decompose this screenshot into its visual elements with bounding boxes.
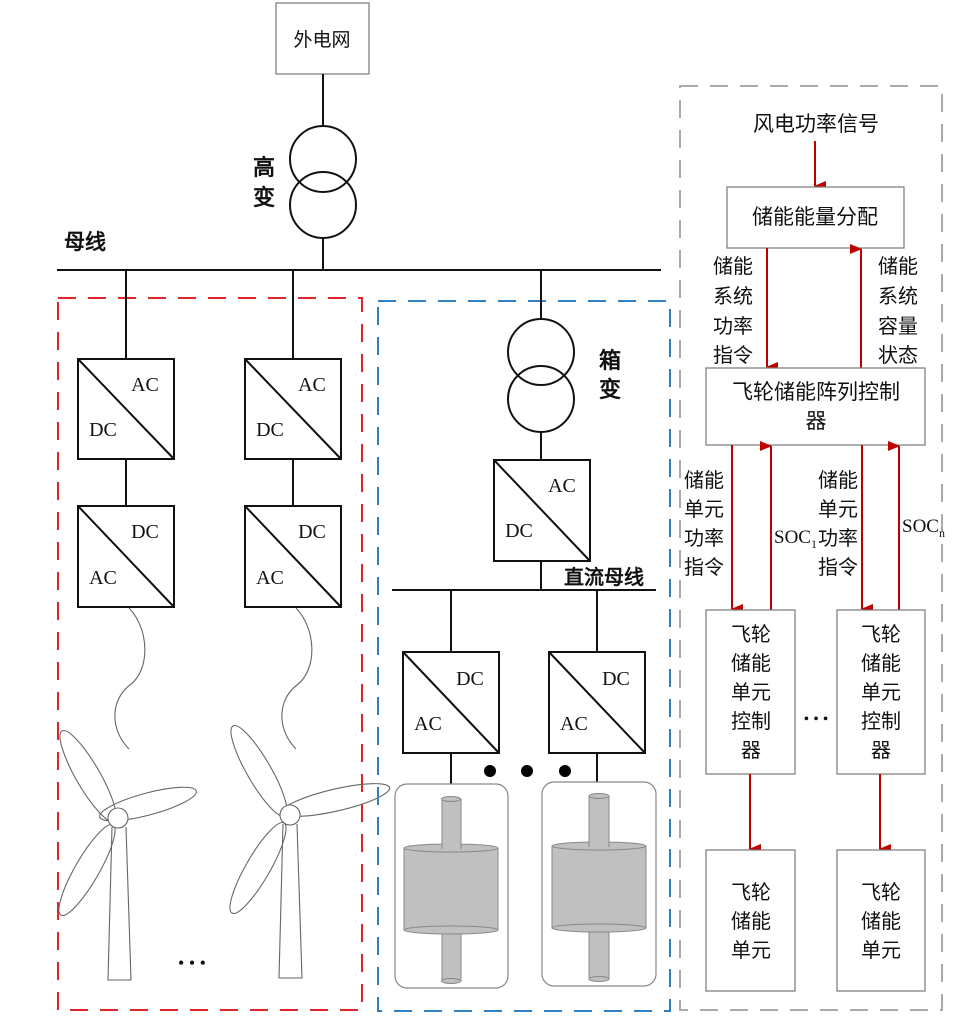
soc-1-label: SOC1 bbox=[774, 527, 817, 551]
label-line: 储能 bbox=[731, 909, 771, 933]
label-line: 控制 bbox=[861, 709, 901, 733]
label-line: 指令 bbox=[684, 555, 724, 579]
external-grid: 外电网 bbox=[275, 2, 370, 75]
label-line: 系统 bbox=[878, 284, 918, 308]
label-line: 飞轮 bbox=[731, 880, 771, 904]
converter-label-bottom: AC bbox=[256, 567, 284, 589]
wind-power-signal-label: 风电功率信号 bbox=[753, 112, 879, 136]
energy-allocation-label: 储能能量分配 bbox=[752, 205, 878, 229]
label-line: 单元 bbox=[684, 497, 724, 521]
unit-1-power-cmd-label: 储能 单元 功率 指令 bbox=[684, 468, 724, 579]
wind-farm-region bbox=[57, 297, 363, 1011]
array-controller-box: 飞轮储能阵列控制 器 bbox=[705, 367, 926, 446]
label-line: 系统 bbox=[713, 284, 753, 308]
label-line: 指令 bbox=[818, 555, 858, 579]
label-line: 飞轮 bbox=[861, 622, 901, 646]
unit-controller-1-box: 飞轮 储能 单元 控制 器 bbox=[705, 609, 796, 775]
converter-label-bottom: DC bbox=[256, 419, 284, 441]
unit-controller-n-box: 飞轮 储能 单元 控制 器 bbox=[836, 609, 926, 775]
converter-label-top: AC bbox=[548, 475, 576, 497]
wind-1-grid-converter: AC DC bbox=[77, 358, 175, 460]
converter-label-top: DC bbox=[298, 521, 326, 543]
label-line: 飞轮 bbox=[731, 622, 771, 646]
wind-1-cable bbox=[114, 607, 146, 750]
dc-bus-label: 直流母线 bbox=[564, 565, 644, 589]
converter-label-bottom: AC bbox=[414, 713, 442, 735]
bus-label: 母线 bbox=[64, 230, 106, 254]
converter-label-bottom: DC bbox=[89, 419, 117, 441]
converter-label-top: DC bbox=[602, 668, 630, 690]
control-region bbox=[679, 85, 943, 1011]
array-controller-label-1: 飞轮储能阵列控制 bbox=[732, 380, 900, 404]
wind-2-generator-converter: DC AC bbox=[244, 505, 342, 608]
label-line: 储能 bbox=[684, 468, 724, 492]
label-line: 飞轮 bbox=[861, 880, 901, 904]
label-line: 功率 bbox=[713, 314, 753, 338]
label-line: 储能 bbox=[731, 651, 771, 675]
flywheel-ellipsis bbox=[484, 765, 571, 777]
label-line: 功率 bbox=[684, 526, 724, 550]
flywheel-2-converter: DC AC bbox=[548, 651, 646, 754]
energy-allocation-box: 储能能量分配 bbox=[726, 186, 905, 249]
label-line: 功率 bbox=[818, 526, 858, 550]
label-line: 单元 bbox=[731, 680, 771, 704]
main-transformer-label-1: 高 bbox=[253, 155, 275, 181]
box-transformer-label-1: 箱 bbox=[599, 348, 621, 374]
converter-label-bottom: AC bbox=[560, 713, 588, 735]
system-power-cmd-label: 储能 系统 功率 指令 bbox=[713, 254, 753, 367]
wind-turbine-1-icon bbox=[58, 730, 197, 981]
flywheel-array-region bbox=[377, 300, 671, 1012]
box-transformer-icon bbox=[507, 318, 575, 433]
label-line: 单元 bbox=[861, 938, 901, 962]
array-controller-label-2: 器 bbox=[806, 409, 827, 433]
flywheel-unit-1-box: 飞轮 储能 单元 bbox=[705, 849, 796, 992]
system-capacity-state-label: 储能 系统 容量 状态 bbox=[878, 254, 918, 367]
label-line: 单元 bbox=[861, 680, 901, 704]
main-transformer-icon bbox=[289, 125, 357, 239]
label-line: 器 bbox=[871, 738, 891, 762]
label-line: 控制 bbox=[731, 709, 771, 733]
label-line: 单元 bbox=[818, 497, 858, 521]
flywheel-1-converter: DC AC bbox=[402, 651, 500, 754]
flywheel-2-icon bbox=[541, 781, 657, 987]
label-line: 储能 bbox=[861, 909, 901, 933]
label-line: 储能 bbox=[818, 468, 858, 492]
label-line: 储能 bbox=[713, 254, 753, 278]
label-line: 容量 bbox=[878, 314, 918, 338]
label-line: 指令 bbox=[713, 343, 753, 367]
unit-controller-ellipsis: • • • bbox=[804, 711, 829, 728]
soc-n-label: SOCn bbox=[902, 516, 945, 540]
label-line: 储能 bbox=[878, 254, 918, 278]
converter-label-bottom: AC bbox=[89, 567, 117, 589]
flywheel-grid-converter: AC DC bbox=[493, 459, 591, 562]
main-transformer-label-2: 变 bbox=[253, 185, 275, 211]
converter-label-bottom: DC bbox=[505, 520, 533, 542]
label-line: 单元 bbox=[731, 938, 771, 962]
external-grid-label: 外电网 bbox=[293, 29, 350, 51]
flywheel-1-icon bbox=[394, 783, 509, 989]
wind-turbine-2-icon bbox=[229, 725, 391, 979]
box-transformer-label-2: 变 bbox=[599, 377, 621, 403]
label-line: 状态 bbox=[878, 343, 918, 367]
wind-2-cable bbox=[281, 607, 313, 750]
converter-label-top: AC bbox=[298, 374, 326, 396]
unit-n-power-cmd-label: 储能 单元 功率 指令 bbox=[818, 468, 858, 579]
wind-turbine-ellipsis: • • • bbox=[178, 953, 206, 973]
converter-label-top: DC bbox=[131, 521, 159, 543]
wind-1-generator-converter: DC AC bbox=[77, 505, 175, 608]
wind-2-grid-converter: AC DC bbox=[244, 358, 342, 460]
converter-label-top: DC bbox=[456, 668, 484, 690]
converter-label-top: AC bbox=[131, 374, 159, 396]
flywheel-unit-n-box: 飞轮 储能 单元 bbox=[836, 849, 926, 992]
label-line: 器 bbox=[741, 738, 761, 762]
label-line: 储能 bbox=[861, 651, 901, 675]
